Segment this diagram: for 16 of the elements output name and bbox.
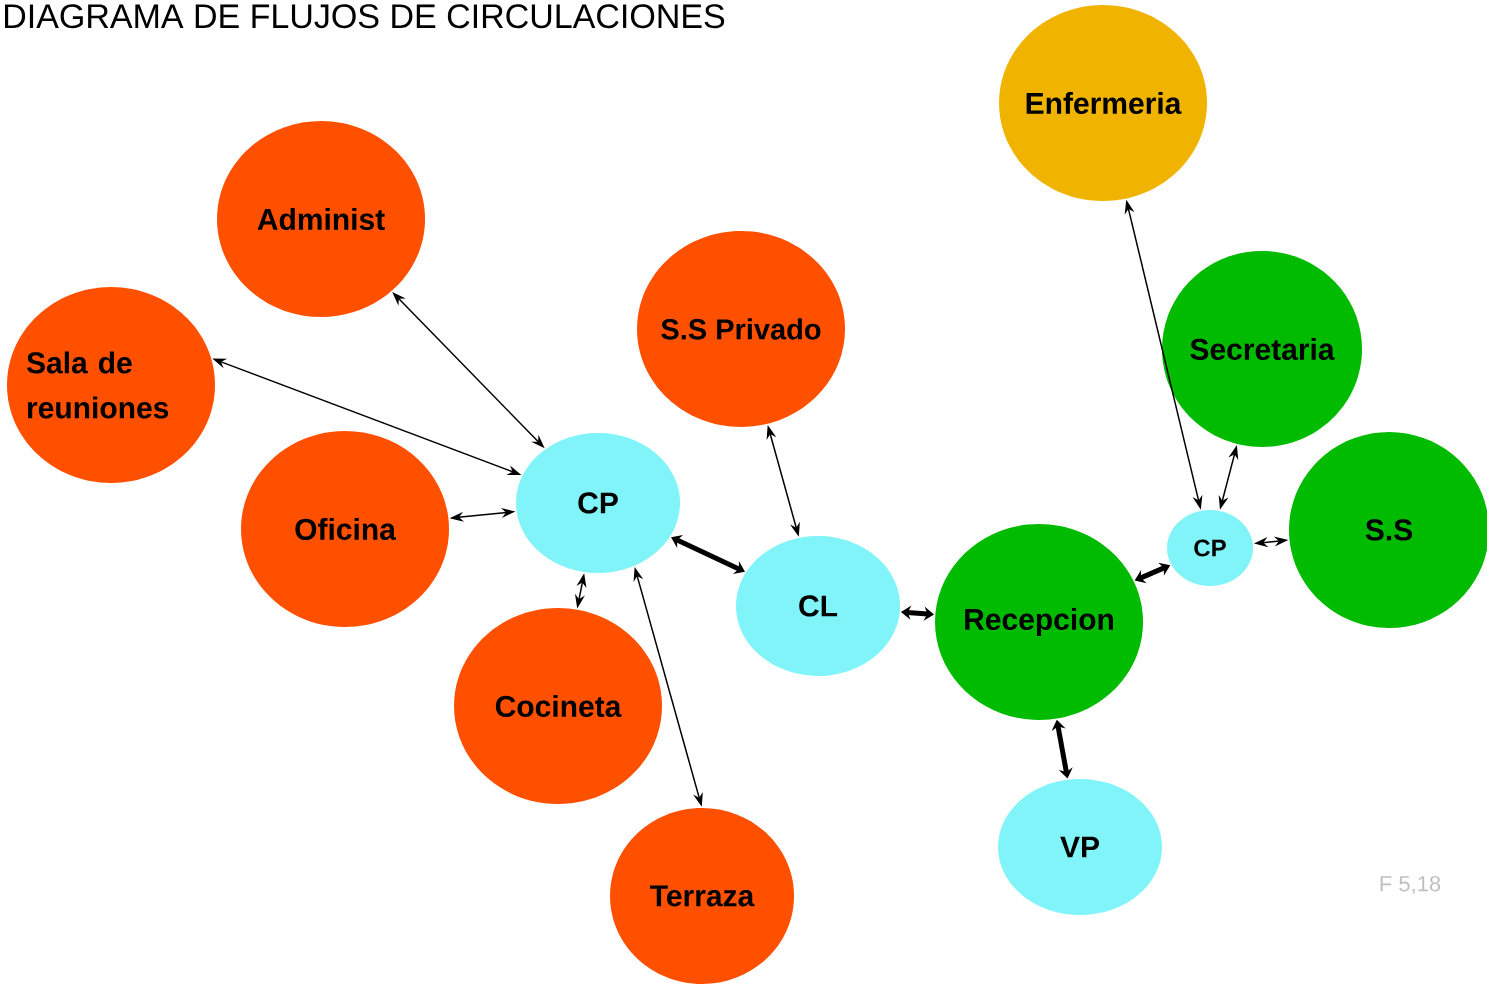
- circle-node: Administ: [217, 121, 425, 317]
- circle-node: Terraza: [610, 808, 794, 984]
- circle-node: Cocineta: [454, 608, 662, 804]
- circle-node: Oficina: [241, 431, 449, 627]
- circle-node: Recepcion: [935, 524, 1143, 720]
- circle-node: Secretaria: [1162, 251, 1362, 447]
- arrow: [671, 535, 745, 574]
- title: DIAGRAMA DE FLUJOS DE CIRCULACIONES: [5, 4, 725, 29]
- circle-node: S.S Privado: [637, 231, 845, 427]
- circle-node: VP: [998, 779, 1162, 915]
- circle-node: Enfermeria: [999, 5, 1207, 201]
- circle-node: CL: [736, 536, 900, 676]
- circle-node: CP: [516, 433, 680, 573]
- figure-number: F 5,18: [1380, 875, 1441, 895]
- circle-node: CP: [1167, 510, 1253, 586]
- circle-node: Sala de reuniones: [7, 287, 215, 483]
